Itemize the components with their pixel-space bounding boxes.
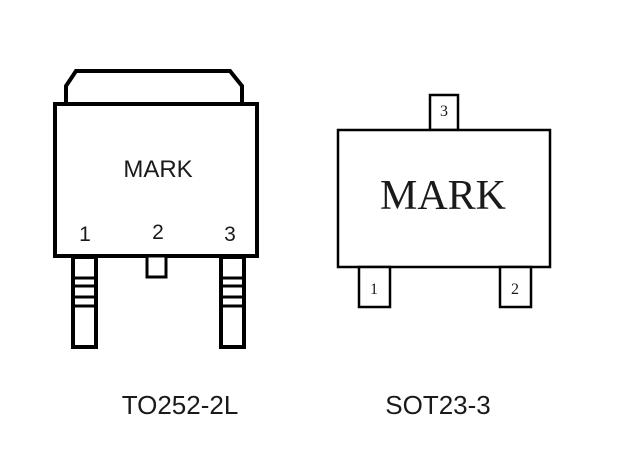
sot23-pin-2 (498, 265, 533, 309)
sot23-body (336, 128, 552, 269)
to252-pin-2-stub (145, 254, 168, 279)
to252-caption: TO252-2L (122, 390, 239, 420)
sot23-caption: SOT23-3 (385, 390, 491, 420)
to252-body (53, 102, 259, 258)
to252-lead-1 (71, 255, 98, 349)
to252-mark: MARK (123, 156, 192, 183)
sot23-package (336, 93, 552, 309)
sot23-pin-label-1: 1 (370, 281, 378, 298)
to252-pin-label-1: 1 (79, 223, 91, 246)
sot23-mark: MARK (380, 173, 506, 219)
to252-pin-label-3: 3 (224, 223, 236, 246)
sot23-pin-label-3: 3 (440, 103, 448, 120)
to252-package (53, 69, 259, 349)
sot23-pin-1 (357, 265, 392, 309)
sot23-pin-label-2: 2 (511, 281, 519, 298)
to252-pin-label-2: 2 (152, 221, 164, 244)
to252-tab (64, 69, 244, 104)
to252-lead-3 (219, 255, 246, 349)
